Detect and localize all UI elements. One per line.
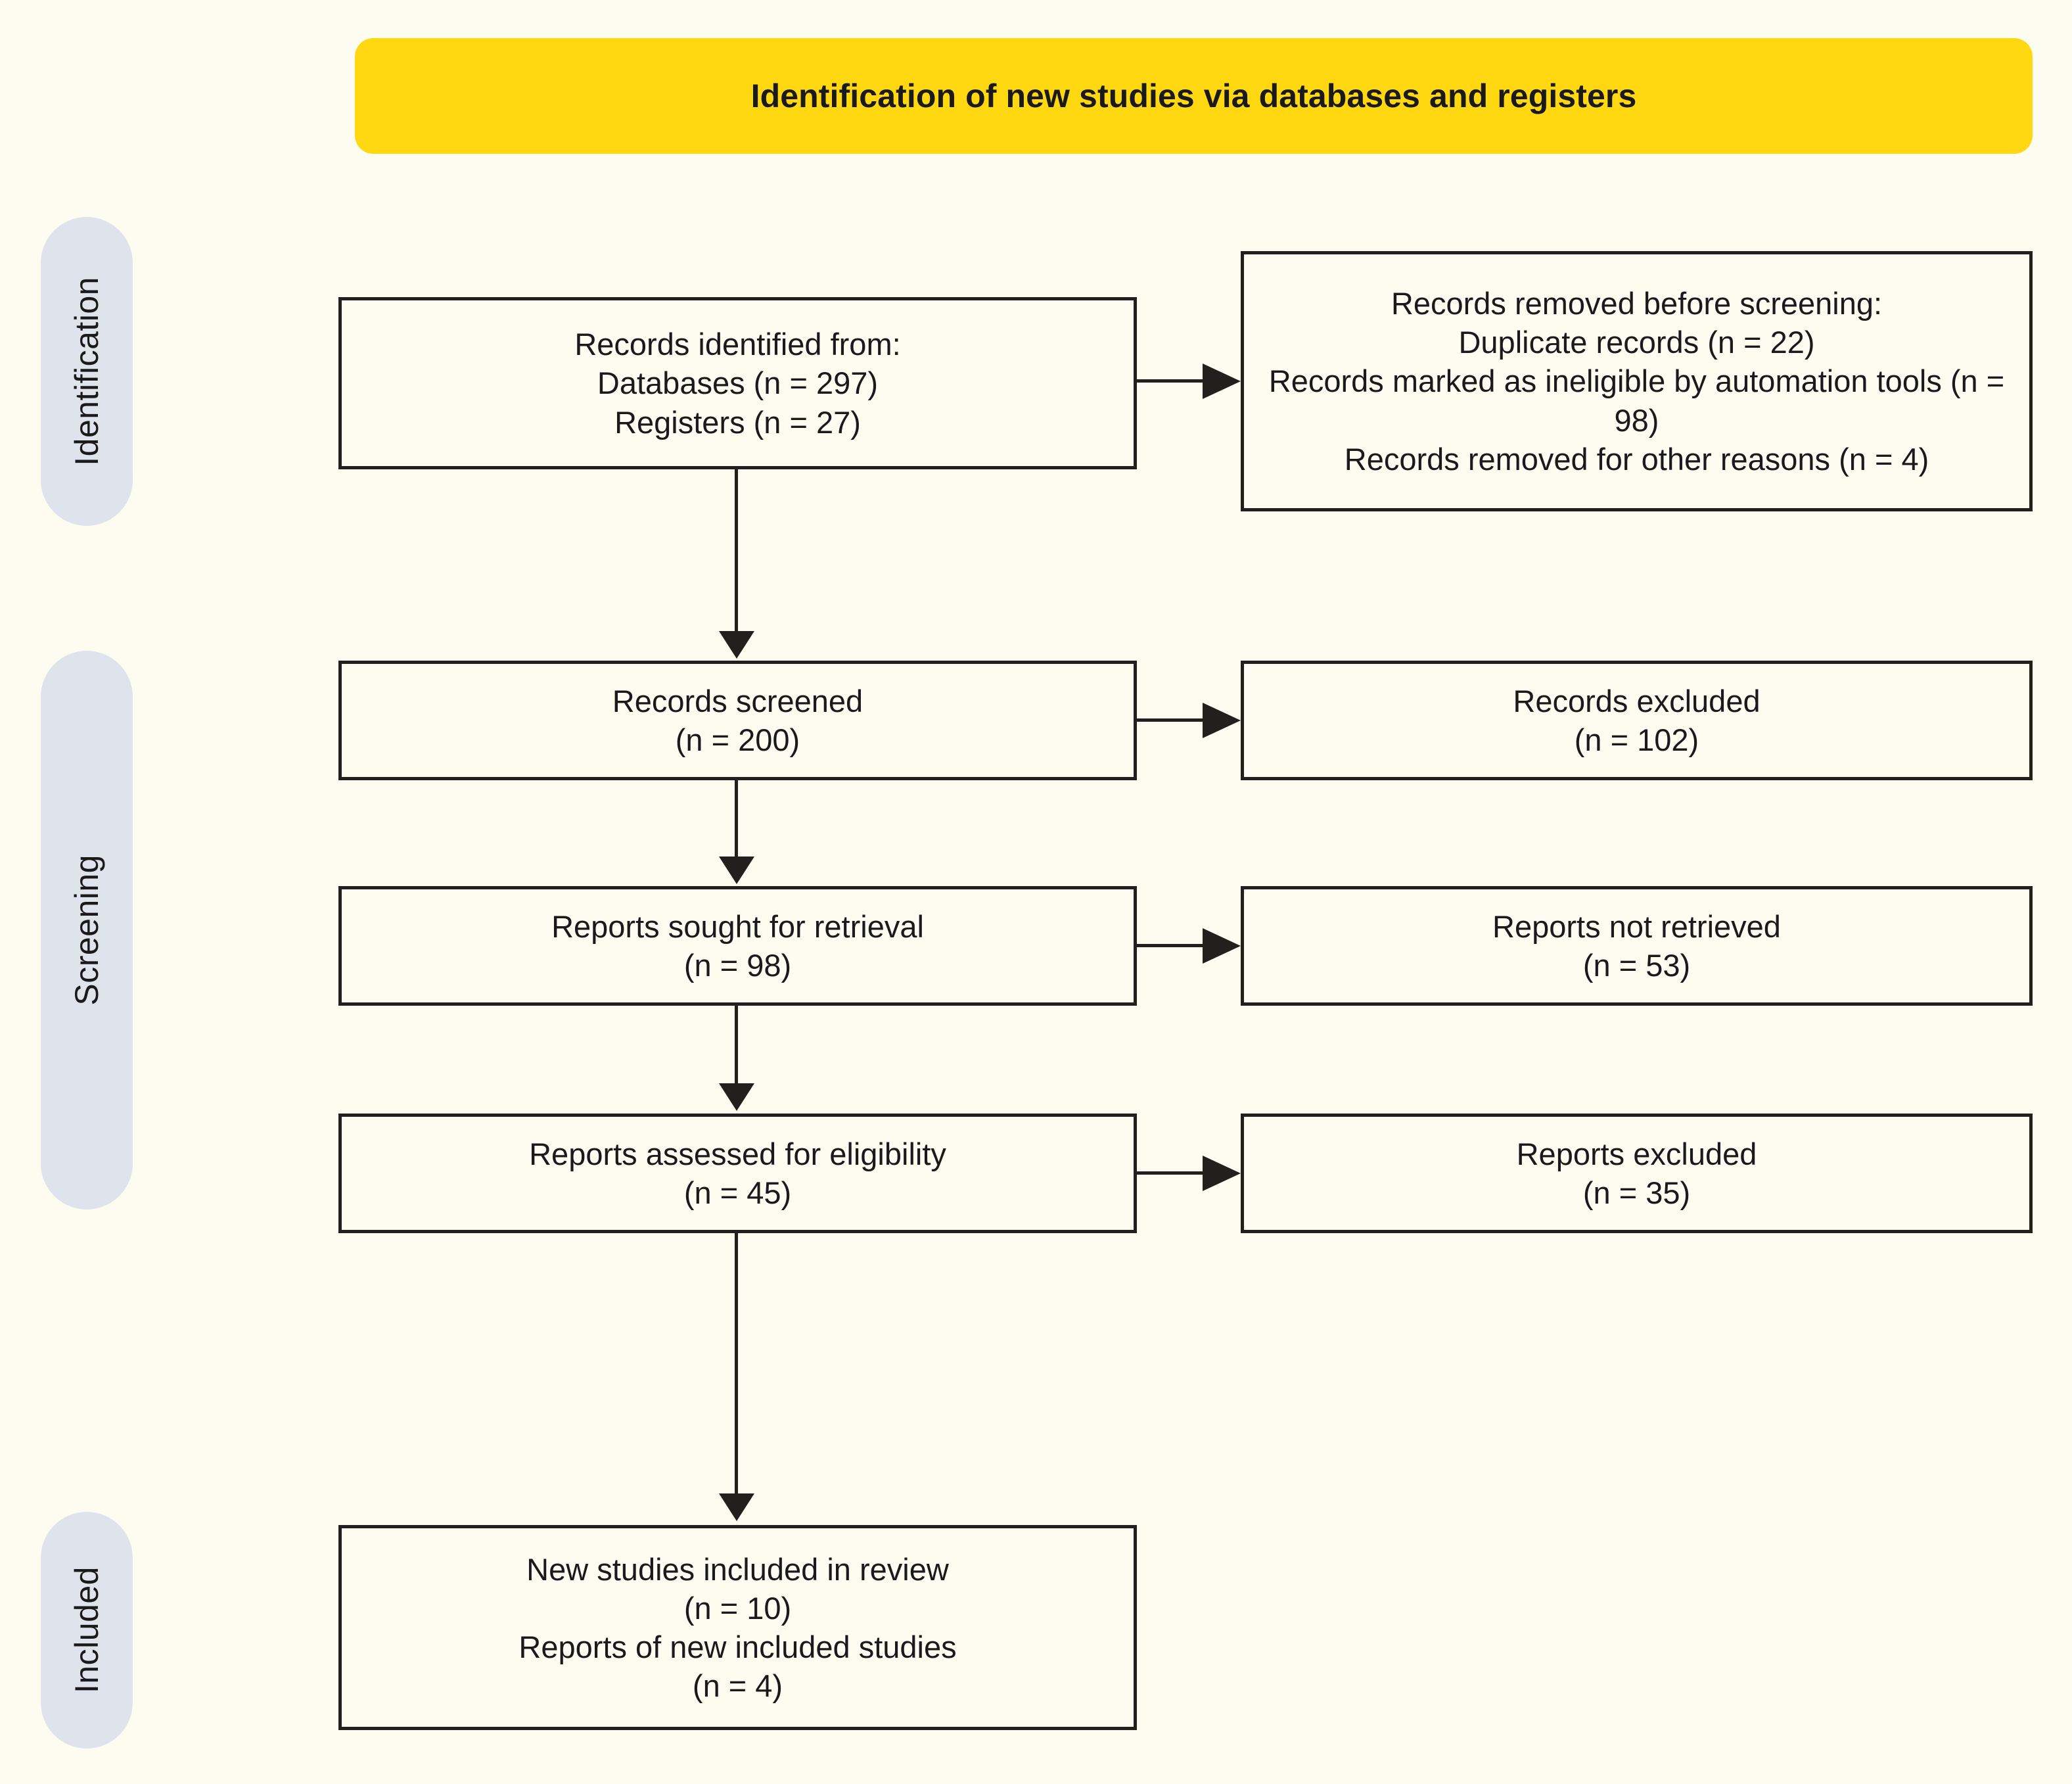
box-line: (n = 53) bbox=[1582, 948, 1691, 983]
box-reports-sought-for-retrieval: Reports sought for retrieval (n = 98) bbox=[338, 886, 1137, 1006]
box-line: Records removed before screening: bbox=[1391, 285, 1883, 321]
box-line: (n = 35) bbox=[1582, 1175, 1691, 1210]
connector-identified-to-removed-arrowhead-icon bbox=[1203, 364, 1241, 399]
box-new-studies-included: New studies included in review (n = 10) … bbox=[338, 1525, 1137, 1730]
connector-sought-to-not-retrieved-arrowhead-icon bbox=[1203, 928, 1241, 964]
connector-screened-to-sought-line bbox=[735, 780, 738, 859]
stage-label-screening: Screening bbox=[41, 651, 133, 1209]
box-records-excluded: Records excluded (n = 102) bbox=[1241, 661, 2033, 780]
stage-label-identification: Identification bbox=[41, 217, 133, 526]
stage-label-screening-text: Screening bbox=[68, 855, 105, 1006]
box-records-screened: Records screened (n = 200) bbox=[338, 661, 1137, 780]
box-line: Duplicate records (n = 22) bbox=[1458, 325, 1815, 360]
box-line: (n = 45) bbox=[683, 1175, 792, 1210]
box-line: (n = 200) bbox=[675, 722, 800, 757]
box-records-identified: Records identified from: Databases (n = … bbox=[338, 297, 1137, 469]
box-line: Reports not retrieved bbox=[1492, 908, 1781, 944]
connector-sought-to-not-retrieved-line bbox=[1137, 944, 1214, 947]
box-line: (n = 10) bbox=[683, 1590, 792, 1626]
box-line: Registers (n = 27) bbox=[614, 404, 861, 440]
connector-assessed-to-included-line bbox=[735, 1233, 738, 1496]
box-line: Reports of new included studies bbox=[518, 1630, 957, 1664]
box-line: (n = 102) bbox=[1574, 722, 1699, 757]
connector-identified-to-screened-arrowhead-icon bbox=[719, 631, 754, 659]
stage-label-included-text: Included bbox=[68, 1566, 105, 1694]
connector-screened-to-records-excluded-arrowhead-icon bbox=[1203, 703, 1241, 738]
box-line: Records excluded bbox=[1513, 683, 1761, 718]
connector-screened-to-sought-arrowhead-icon bbox=[719, 857, 754, 884]
connector-identified-to-removed-line bbox=[1137, 379, 1214, 383]
connector-identified-to-screened-line bbox=[735, 469, 738, 634]
box-line: Records removed for other reasons (n = 4… bbox=[1344, 441, 1929, 477]
box-line: (n = 98) bbox=[683, 948, 792, 983]
connector-sought-to-assessed-line bbox=[735, 1006, 738, 1086]
stage-label-included: Included bbox=[41, 1512, 133, 1749]
connector-sought-to-assessed-arrowhead-icon bbox=[719, 1083, 754, 1111]
box-line: (n = 4) bbox=[692, 1668, 783, 1704]
box-line: Databases (n = 297) bbox=[597, 365, 879, 401]
box-records-removed-before-screening: Records removed before screening: Duplic… bbox=[1241, 251, 2033, 511]
box-reports-excluded: Reports excluded (n = 35) bbox=[1241, 1114, 2033, 1233]
box-line: Reports sought for retrieval bbox=[551, 908, 924, 944]
stage-label-identification-text: Identification bbox=[68, 277, 105, 466]
box-line: Records marked as ineligible by automati… bbox=[1268, 364, 2005, 438]
connector-screened-to-records-excluded-line bbox=[1137, 718, 1214, 722]
diagram-title: Identification of new studies via databa… bbox=[750, 78, 1637, 114]
box-reports-not-retrieved: Reports not retrieved (n = 53) bbox=[1241, 886, 2033, 1006]
box-line: Reports assessed for eligibility bbox=[529, 1136, 946, 1171]
box-line: Reports excluded bbox=[1516, 1136, 1757, 1171]
box-line: New studies included in review bbox=[526, 1551, 949, 1587]
connector-assessed-to-reports-excluded-arrowhead-icon bbox=[1203, 1156, 1241, 1191]
box-line: Records screened bbox=[612, 683, 863, 718]
connector-assessed-to-reports-excluded-line bbox=[1137, 1171, 1214, 1175]
connector-assessed-to-included-arrowhead-icon bbox=[719, 1493, 754, 1521]
box-reports-assessed-for-eligibility: Reports assessed for eligibility (n = 45… bbox=[338, 1114, 1137, 1233]
box-line: Records identified from: bbox=[574, 327, 901, 362]
diagram-header-banner: Identification of new studies via databa… bbox=[355, 38, 2033, 154]
